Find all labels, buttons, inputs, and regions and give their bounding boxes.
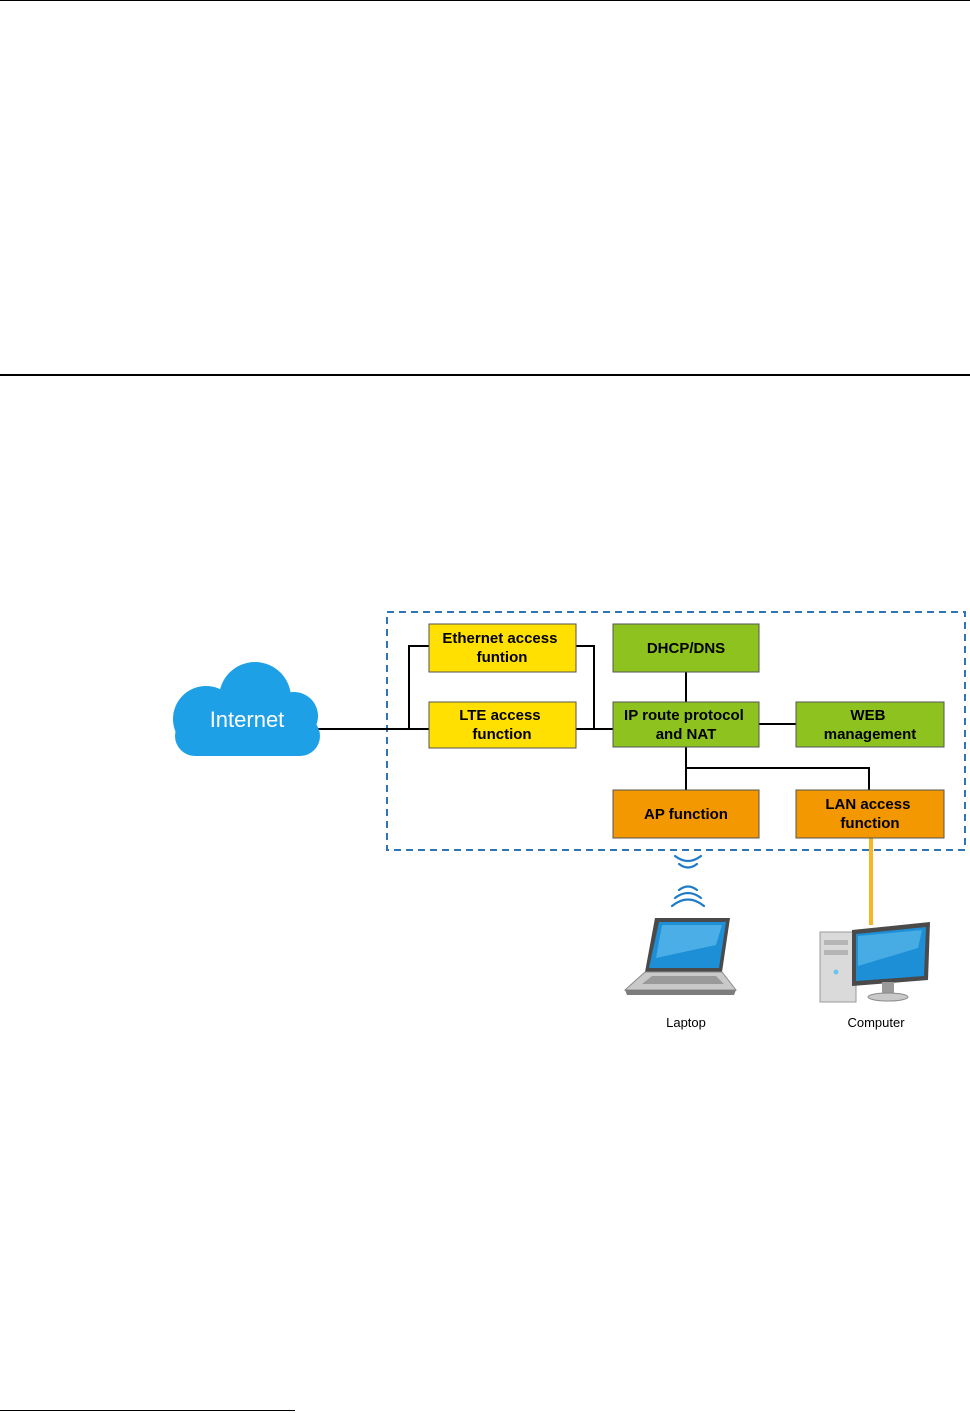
lan-access-label: LAN access function — [825, 796, 914, 832]
lte-access-box — [428, 701, 577, 749]
computer-label: Computer — [847, 1015, 905, 1030]
ip-route-box — [612, 701, 760, 748]
device-boundary — [386, 611, 966, 851]
wifi-signal-icon — [670, 854, 706, 908]
web-management-box — [795, 701, 945, 748]
computer-icon — [819, 922, 930, 1003]
ip-route-label: IP route protocol and NAT — [624, 707, 748, 743]
connector-lines — [318, 645, 870, 790]
ethernet-access-box — [428, 623, 577, 673]
footer-line — [0, 1410, 295, 1411]
ethernet-access-label: Ethernet access funtion — [442, 630, 561, 666]
web-management-label: WEB management — [824, 707, 917, 743]
ap-function-label: AP function — [644, 806, 728, 823]
laptop-label: Laptop — [666, 1015, 706, 1030]
dhcp-dns-box — [612, 623, 760, 673]
lan-access-box — [795, 789, 945, 839]
top-border-line — [0, 0, 970, 1]
lte-access-label: LTE access function — [459, 707, 545, 743]
ap-function-box — [612, 789, 760, 839]
internet-label: Internet — [210, 707, 285, 732]
internet-cloud-icon — [173, 662, 320, 756]
laptop-icon — [623, 918, 738, 995]
section-divider-line — [0, 374, 970, 376]
dhcp-dns-label: DHCP/DNS — [647, 640, 725, 657]
